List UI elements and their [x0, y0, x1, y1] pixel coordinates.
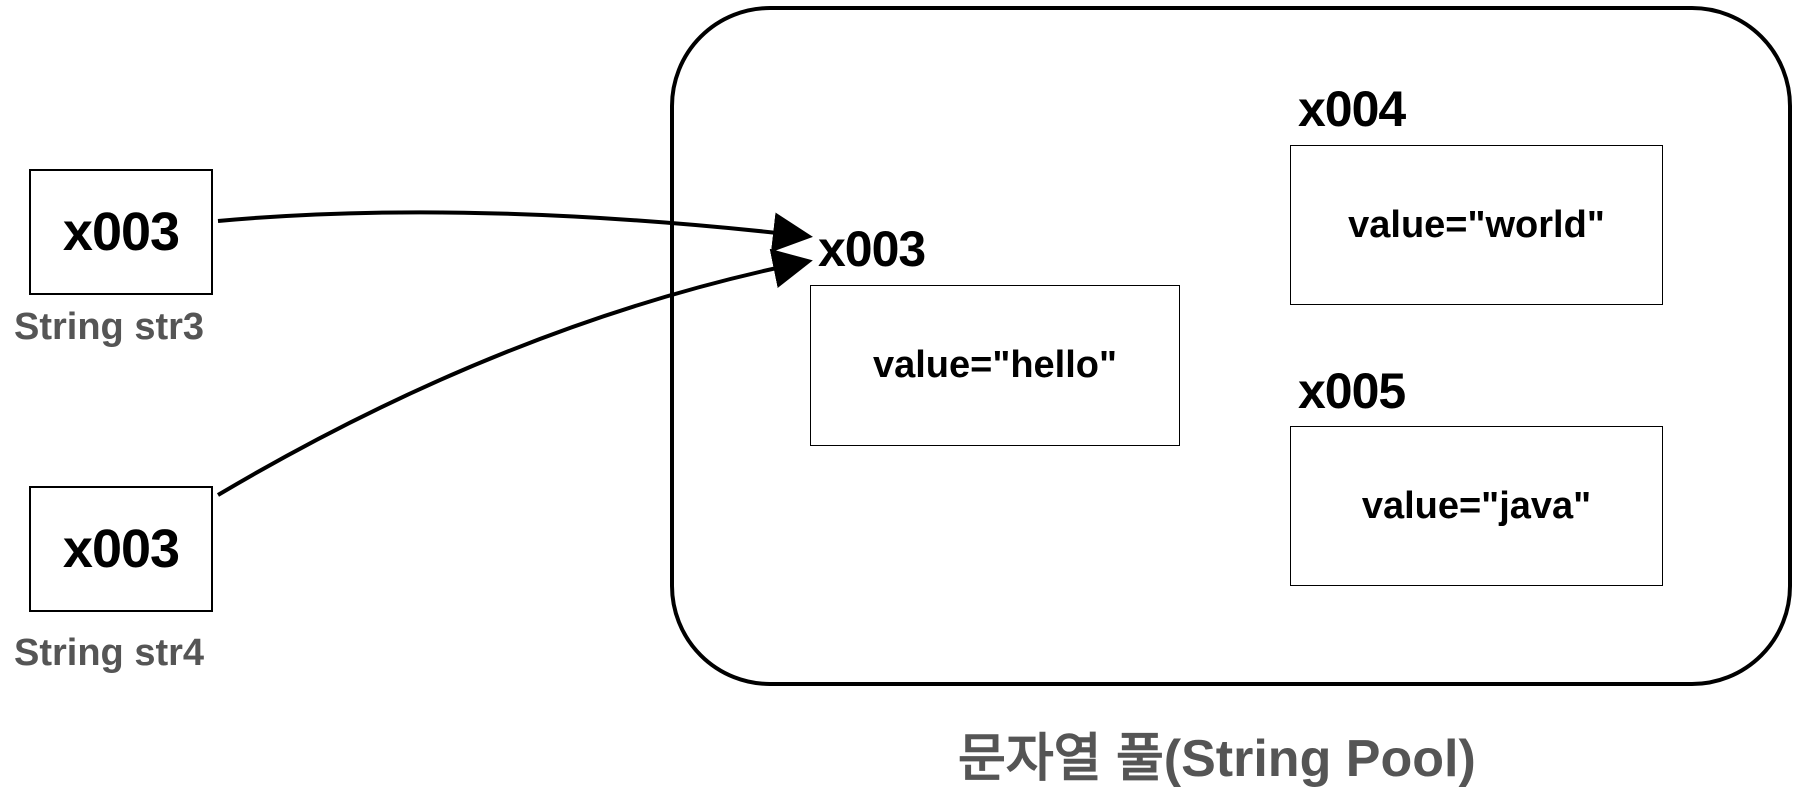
str4-variable-label: String str4 [14, 632, 205, 674]
hello-object-address: x003 [818, 221, 926, 277]
java-object-address: x005 [1298, 363, 1406, 419]
hello-string-object: value="hello" [810, 285, 1180, 446]
str3-variable-label: String str3 [14, 306, 205, 348]
string-pool-container [670, 6, 1792, 686]
str4-reference-box: x003 [29, 486, 213, 612]
str3-to-hello-arrow [217, 210, 813, 253]
world-string-object: value="world" [1290, 145, 1663, 305]
str4-to-hello-arrow [216, 248, 813, 497]
string-pool-label: 문자열 풀(String Pool) [958, 730, 1476, 788]
java-string-object: value="java" [1290, 426, 1663, 586]
world-object-address: x004 [1298, 81, 1406, 137]
str3-reference-box: x003 [29, 169, 213, 295]
